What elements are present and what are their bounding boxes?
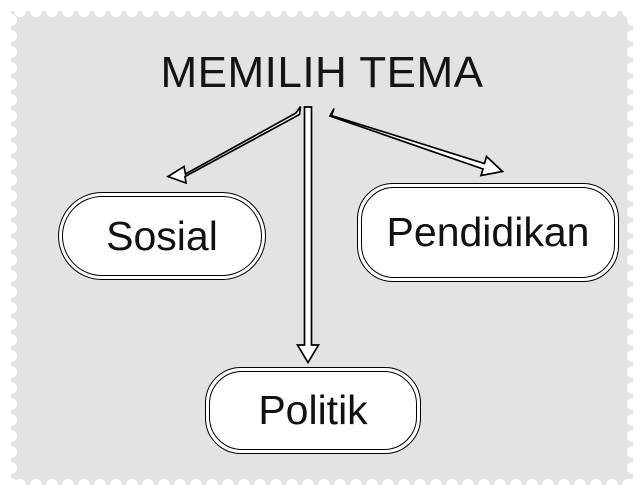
node-pendidikan[interactable]: Pendidikan [357, 183, 619, 282]
arrow-to-sosial-icon [166, 106, 302, 185]
node-sosial[interactable]: Sosial [58, 192, 266, 280]
node-pendidikan-label: Pendidikan [386, 209, 590, 255]
arrow-to-pendidikan-icon [328, 108, 505, 177]
node-politik-label: Politik [258, 387, 368, 433]
arrow-to-politik-icon [295, 106, 321, 365]
node-politik[interactable]: Politik [205, 367, 421, 454]
diagram-title: MEMILIH TEMA [160, 48, 484, 97]
node-sosial-label: Sosial [106, 212, 218, 259]
